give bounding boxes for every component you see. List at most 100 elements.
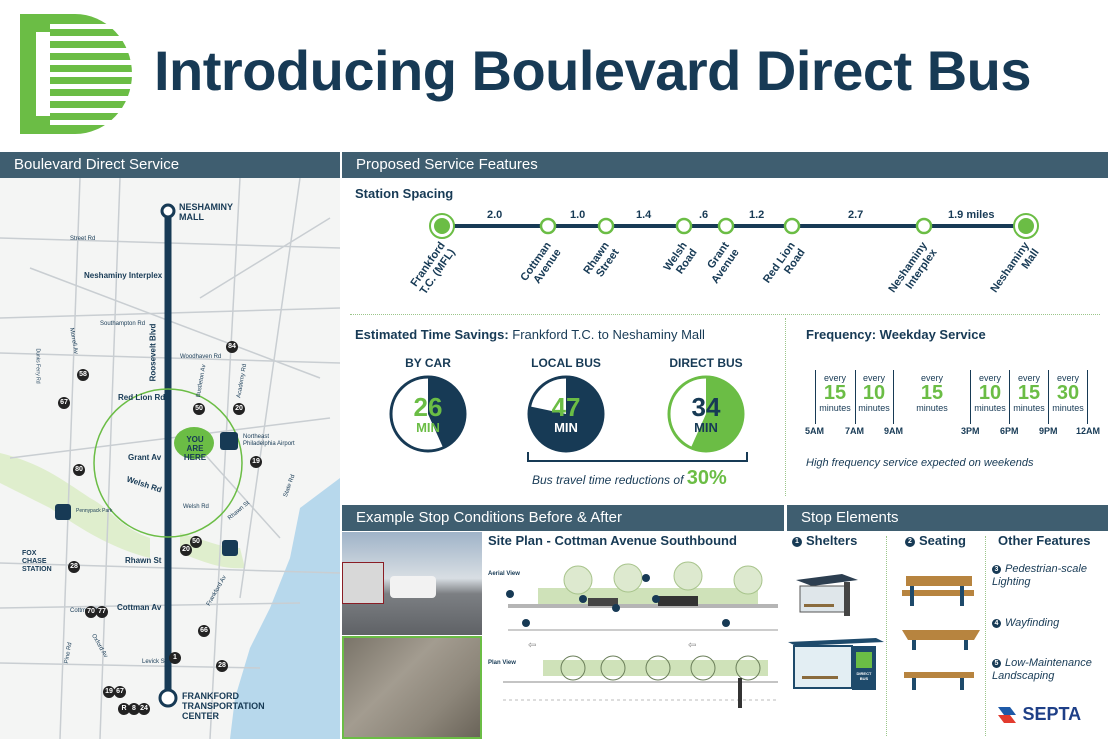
mode-minutes: 34: [691, 392, 721, 422]
seating-label: Seating: [919, 533, 966, 548]
distance-2: 1.0: [570, 209, 586, 221]
map-street-woodhaven: Woodhaven Rd: [180, 354, 222, 360]
reduction-text: Bus travel time reductions of 30%: [532, 467, 727, 490]
distance-1: 2.0: [487, 209, 503, 221]
route-badge: 1: [169, 652, 181, 664]
route-badge: 67: [58, 397, 70, 409]
mode-label: BY CAR: [405, 356, 451, 370]
freq-every: every: [920, 373, 943, 383]
map-you-are-here: YOU ARE HERE: [183, 435, 207, 462]
septa-wordmark: SEPTA: [1022, 704, 1082, 724]
route-badge: 50: [193, 403, 205, 415]
time-tick: 9AM: [884, 426, 904, 436]
route-badge: 84: [226, 341, 238, 353]
feature-label: Pedestrian-scale Lighting: [992, 563, 1087, 588]
section-bar-before-after: Example Stop Conditions Before & After: [342, 505, 784, 531]
route-badge: 77: [96, 606, 108, 618]
time-tick: 7AM: [845, 426, 865, 436]
station-spacing-diagram: [429, 213, 1039, 239]
route-badge: 28: [68, 561, 80, 573]
site-plan-drawing: ⇦ ⇦: [488, 560, 780, 739]
number-badge: 5: [992, 658, 1001, 668]
pie-slice: [529, 377, 603, 451]
bench-2: [900, 626, 982, 652]
freq-unit: minutes: [1052, 403, 1084, 413]
distance-5: 1.2: [749, 209, 765, 221]
route-badge: 58: [77, 369, 89, 381]
map-street-southampton: Southampton Rd: [100, 321, 146, 327]
shelter-illustration-2: DIRECT BUS: [788, 636, 884, 692]
map-routes: 84 67 50 20 19 80 20 50 28 70 77 66 28 1…: [0, 178, 340, 739]
time-savings-heading: Estimated Time Savings: Frankford T.C. t…: [355, 327, 705, 342]
map-airport: Northeast Philadelphia Airport: [243, 434, 295, 447]
time-tick: 9PM: [1039, 426, 1058, 436]
freq-every: every: [862, 373, 885, 383]
distance-7: 1.9 miles: [948, 209, 995, 221]
number-badge: 1: [792, 536, 802, 547]
feature-label: Wayfinding: [1005, 617, 1060, 629]
freq-value: 15: [1017, 382, 1041, 404]
other-features-heading: Other Features: [998, 533, 1091, 548]
bus-shelter-icon: [796, 574, 858, 616]
section-bar-service: Boulevard Direct Service: [0, 152, 340, 178]
tick-line: [1087, 370, 1088, 424]
mode-unit: MIN: [416, 420, 440, 435]
mode-unit: MIN: [694, 420, 718, 435]
freq-value: 10: [978, 382, 1002, 404]
map-stop-rhawn: Rhawn St: [125, 556, 162, 565]
bench-1: [900, 574, 976, 608]
mode-unit: MIN: [554, 420, 578, 435]
route-map: NESHAMINY MALL Neshaminy Interplex Red L…: [0, 178, 340, 739]
svg-text:⇦: ⇦: [688, 640, 696, 651]
map-terminal-bottom: FRANKFORD TRANSPORTATION CENTER: [182, 691, 265, 721]
time-pie: [527, 375, 605, 453]
map-fox-chase: FOX CHASE STATION: [22, 550, 52, 573]
route-badge: 80: [73, 464, 85, 476]
pie-slice: [690, 377, 743, 451]
route-badge: 19: [250, 456, 262, 468]
page-title: Introducing Boulevard Direct Bus: [154, 39, 1032, 102]
freq-value: 30: [1056, 382, 1080, 404]
freq-unit: minutes: [858, 403, 890, 413]
tick-line: [1009, 370, 1010, 424]
shelter-sign-text: DIRECT BUS: [856, 671, 872, 681]
feature-label: Low-Maintenance Landscaping: [992, 657, 1092, 682]
direct-bus-shelter-icon: [788, 638, 884, 690]
time-savings-title: Estimated Time Savings:: [355, 327, 509, 342]
before-photo: [342, 532, 482, 635]
number-badge: 3: [992, 564, 1001, 574]
station-spacing-title: Station Spacing: [355, 186, 454, 201]
route-badge: 8: [128, 703, 140, 715]
boulevard-direct-d-logo-icon: [20, 14, 132, 134]
map-park-pennypack: Pennypack Park: [76, 508, 113, 514]
route-badge: 19: [103, 686, 115, 698]
route-badge: R: [118, 703, 130, 715]
site-plan-plan-label: Plan View: [488, 660, 516, 666]
mode-minutes: 26: [413, 392, 443, 422]
map-stop-neshaminy-interplex: Neshaminy Interplex: [84, 271, 163, 280]
map-stop-grant: Grant Av: [128, 453, 162, 462]
time-tick: 12AM: [1076, 426, 1101, 436]
septa-s-icon: [998, 706, 1016, 723]
tick-line: [893, 370, 894, 424]
tick-line: [855, 370, 856, 424]
mode-minutes: 47: [551, 392, 581, 422]
freq-every: every: [978, 373, 1001, 383]
tick-line: [1048, 370, 1049, 424]
map-stop-red-lion: Red Lion Rd: [118, 393, 166, 402]
mode-local-bus: LOCAL BUS 47 MIN: [526, 356, 606, 454]
route-badge: 20: [233, 403, 245, 415]
distance-4: .6: [699, 209, 709, 221]
frequency-title: Frequency: Weekday Service: [806, 327, 986, 342]
shelters-label: Shelters: [806, 533, 858, 548]
bus-shape: [342, 562, 384, 604]
divider: [350, 314, 1100, 315]
shelter-illustration-1: [792, 572, 862, 618]
time-tick: 5AM: [805, 426, 825, 436]
time-pie: [667, 375, 745, 453]
